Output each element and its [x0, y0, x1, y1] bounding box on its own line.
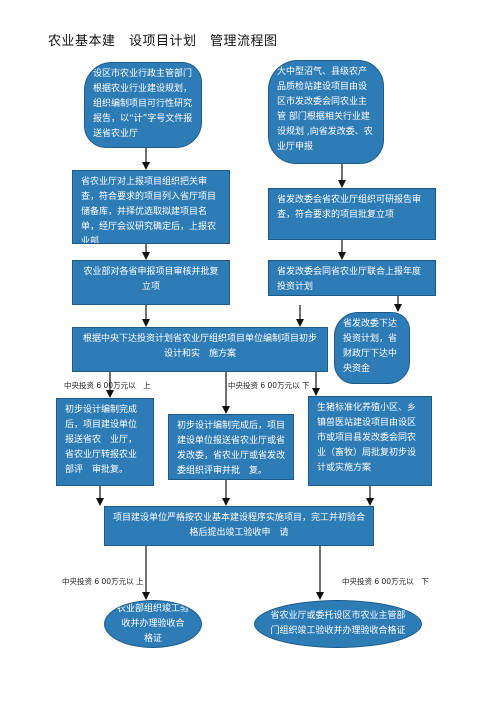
node-large-projects: 大中型沼气、县级农产品质检站建设项目由设区市发改委会同农业主管 部门根据相关行业…	[268, 60, 384, 164]
node-final-ministry: 农业部组织竣工验收并办理验收合 格证	[104, 600, 202, 648]
note-above-600-b: 中央投资 6 00万元以 上	[62, 577, 144, 586]
node-funds-cloud: 省发改委下达投资计划，省财政厅下达中央资金	[334, 312, 410, 384]
note-above-600-a: 中央投资 6 00万元以 上	[64, 381, 151, 390]
node-implement: 项目建设单位严格按农业基本建设程序实施项目，完工并初验合格后提出竣工验收申 请	[104, 506, 374, 546]
node-design-compile: 根据中央下达投资计划省农业厅组织项目单位编制项目初步设计和实 施方案	[72, 327, 328, 372]
note-below-600-b: 中央投资 6 00万元以 下	[342, 577, 429, 586]
node-design-a: 初步设计编制完成后，项目建设单位报送省农 业厅，省农业厅转报农业部评 审批复。	[56, 398, 154, 486]
node-dev-review: 省发改委会省农业厅组织可研报告审查，符合要求的项目批复立项	[268, 188, 436, 240]
node-ministry-approve: 农业部对各省申报项目审核并批复立项	[72, 260, 230, 305]
node-design-b: 初步设计编制完成后，项目建设单位报送省农业厅或省发改委，省农业厅或省发改委组织评…	[168, 414, 294, 480]
node-design-c: 生猪标准化养殖小区、乡镇兽医站建设项目由设区市或项目县发改委会同农业（畜牧）局批…	[308, 396, 432, 486]
node-joint-plan: 省发改委会同省农业厅联合上报年度投资计划	[268, 260, 436, 296]
page-title: 农业基本建 设项目计划 管理流程图	[48, 34, 278, 49]
node-province-review: 省农业厅对上报项目组织把关审查，符合要求的项目列入省厅项目储备库，并择优选取拟建…	[72, 170, 230, 244]
note-below-600-a: 中央投资 6 00万元以 下	[228, 381, 310, 390]
node-final-province: 省农业厅或委托设区市农业主管部门组织竣工验收并办理验收合格证	[254, 600, 422, 648]
node-county-report: 设区市农业行政主管部门根据农业行业建设规划，组织编制项目可行性研究报告，以“计”…	[84, 62, 202, 148]
